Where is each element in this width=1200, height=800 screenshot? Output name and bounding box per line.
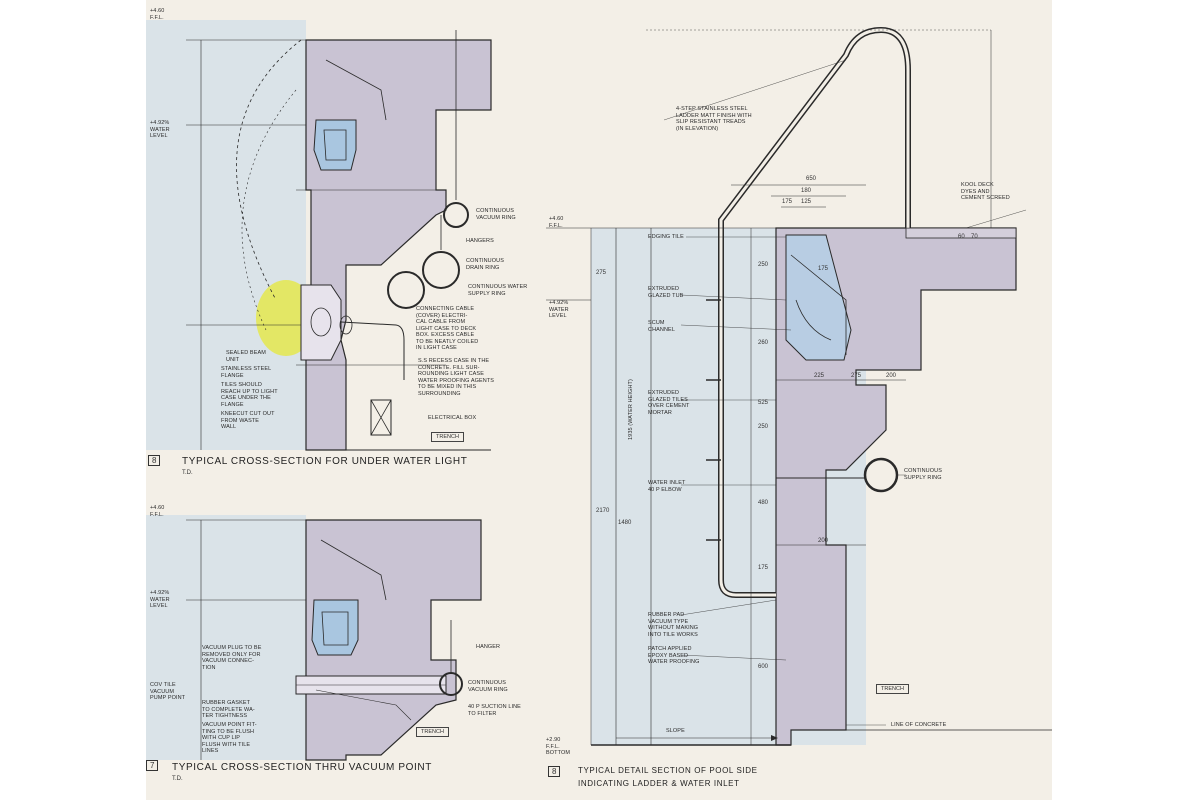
drain-ring-1 bbox=[422, 251, 460, 289]
dim-250a: 250 bbox=[758, 262, 769, 268]
diagram2-title: TYPICAL CROSS-SECTION THRU VACUUM POINT bbox=[172, 762, 432, 773]
electrical-box-label: ELECTRICAL BOX bbox=[428, 415, 477, 421]
water-level-label-3: +4.92% WATER LEVEL bbox=[549, 300, 569, 319]
dim-600: 600 bbox=[758, 664, 769, 670]
electrical-box-1 bbox=[370, 399, 392, 436]
trench-tag-3: TRENCH bbox=[876, 684, 909, 694]
rubber-gasket-label: RUBBER GASKET TO COMPLETE WA- TER TIGHTN… bbox=[202, 700, 255, 719]
dim-225: 225 bbox=[814, 373, 825, 379]
vacuum-point-fit-label: VACUUM POINT FIT- TING TO BE FLUSH WITH … bbox=[202, 722, 257, 754]
section-number-2: 7 bbox=[146, 760, 159, 771]
water-wash-2 bbox=[146, 515, 306, 760]
dim-175a: 175 bbox=[782, 199, 793, 205]
scum-channel-3 bbox=[785, 234, 852, 361]
dim-275a: 275 bbox=[851, 373, 862, 379]
section-number-1: 8 bbox=[148, 455, 161, 466]
drawing-sheet: +4.60 F.F.L. +4.92% WATER LEVEL CONTINUO… bbox=[146, 0, 1052, 800]
ffl-label-3: +4.60 F.F.L. bbox=[549, 216, 564, 229]
kneecut-label: KNEECUT CUT OUT FROM WASTE WALL bbox=[221, 411, 275, 430]
dim-1480: 1480 bbox=[618, 520, 632, 526]
water-supply-label-1: CONTINUOUS WATER SUPPLY RING bbox=[468, 284, 528, 297]
edging-tile-label: EDGING TILE bbox=[648, 234, 684, 240]
dim-180: 180 bbox=[801, 188, 812, 194]
kool-deck-label: KOOL DECK DYES AND CEMENT SCREED bbox=[961, 182, 1010, 201]
vacuum-ring-2 bbox=[439, 672, 463, 696]
hanger-label-2: HANGER bbox=[476, 644, 501, 650]
hangers-label-1: HANGERS bbox=[466, 238, 494, 244]
vacuum-ring-label-2: CONTINUOUS VACUUM RING bbox=[468, 680, 508, 693]
trench-tag-2: TRENCH bbox=[416, 727, 449, 737]
tile-point-label: COV TILE VACUUM PUMP POINT bbox=[150, 682, 186, 701]
ffl-label-1: +4.60 F.F.L. bbox=[150, 8, 165, 21]
water-level-label-1: +4.92% WATER LEVEL bbox=[150, 120, 170, 139]
stainless-flange-label: STAINLESS STEEL FLANGE bbox=[221, 366, 272, 379]
dim-125: 125 bbox=[801, 199, 812, 205]
dim-60: 60 bbox=[958, 234, 965, 240]
diagram1-ref: T.D. bbox=[182, 470, 193, 476]
dim-275b: 275 bbox=[596, 270, 607, 276]
dim-480: 480 bbox=[758, 500, 769, 506]
diagram2-ref: T.D. bbox=[172, 776, 183, 782]
tiles-should-label: TILES SHOULD REACH UP TO LIGHT CASE UNDE… bbox=[221, 382, 278, 408]
extruded-tiles-label: EXTRUDED GLAZED TILES OVER CEMENT MORTAR bbox=[648, 390, 690, 416]
bottom-level-label: +2.90 F.F.L. BOTTOM bbox=[546, 737, 571, 756]
continuous-supply-label: CONTINUOUS SUPPLY RING bbox=[904, 468, 942, 481]
slope-label: SLOPE bbox=[666, 728, 685, 734]
scum-channel-label: SCUM CHANNEL bbox=[648, 320, 675, 333]
extruded-tub-label: EXTRUDED GLAZED TUB bbox=[648, 286, 684, 299]
line-concrete-label: LINE OF CONCRETE bbox=[891, 722, 947, 728]
rubber-pad-label: RUBBER PAD VACUUM TYPE WITHOUT MAKING IN… bbox=[648, 612, 699, 638]
dim-260: 260 bbox=[758, 340, 769, 346]
dim-200b: 200 bbox=[818, 538, 829, 544]
dim-525: 525 bbox=[758, 400, 769, 406]
sealed-beam-label: SEALED BEAM UNIT bbox=[226, 350, 266, 363]
drawing-lines bbox=[146, 20, 1052, 761]
scum-channel-2 bbox=[311, 599, 359, 656]
light-case bbox=[300, 284, 342, 361]
ladder-label: 4-STEP STAINLESS STEEL LADDER MATT FINIS… bbox=[676, 106, 752, 132]
cable-label-1: CONNECTING CABLE (COVER) ELECTRI- CAL CA… bbox=[416, 306, 479, 351]
vacuum-ring-label-1: CONTINUOUS VACUUM RING bbox=[476, 208, 516, 221]
water-height-label: 1935 (WATER HEIGHT) bbox=[628, 379, 634, 440]
water-level-label-2: +4.92% WATER LEVEL bbox=[150, 590, 170, 609]
recess-case-label: S.S RECESS CASE IN THE CONCRETE. FILL SU… bbox=[418, 358, 495, 397]
section-number-3: 8 bbox=[548, 766, 561, 777]
dim-175c: 175 bbox=[758, 565, 769, 571]
water-supply-ring-1 bbox=[387, 271, 425, 309]
trench-tag-1: TRENCH bbox=[431, 432, 464, 442]
dim-200a: 200 bbox=[886, 373, 897, 379]
dim-2170: 2170 bbox=[596, 508, 610, 514]
vacuum-ring-1 bbox=[443, 202, 469, 228]
vacuum-plug-label: VACUUM PLUG TO BE REMOVED ONLY FOR VACUU… bbox=[202, 645, 262, 671]
diagram3-title-line1: TYPICAL DETAIL SECTION OF POOL SIDE bbox=[578, 766, 758, 775]
pool-wall-2 bbox=[305, 519, 482, 761]
dim-650: 650 bbox=[806, 176, 817, 182]
dim-70: 70 bbox=[971, 234, 978, 240]
drain-ring-label-1: CONTINUOUS DRAIN RING bbox=[466, 258, 504, 271]
diagram1-title: TYPICAL CROSS-SECTION FOR UNDER WATER LI… bbox=[182, 456, 468, 467]
patch-applied-label: PATCH APPLIED EPOXY BASED WATER PROOFING bbox=[648, 646, 700, 665]
suction-line-label: 40 P SUCTION LINE TO FILTER bbox=[468, 704, 521, 717]
diagram3-title-line2: INDICATING LADDER & WATER INLET bbox=[578, 779, 740, 788]
scum-channel-1 bbox=[313, 119, 357, 171]
water-inlet-label: WATER INLET 40 P ELBOW bbox=[648, 480, 686, 493]
dim-250b: 250 bbox=[758, 424, 769, 430]
dim-175b: 175 bbox=[818, 266, 829, 272]
ffl-label-2: +4.60 F.F.L. bbox=[150, 505, 165, 518]
supply-ring-3 bbox=[863, 457, 899, 493]
